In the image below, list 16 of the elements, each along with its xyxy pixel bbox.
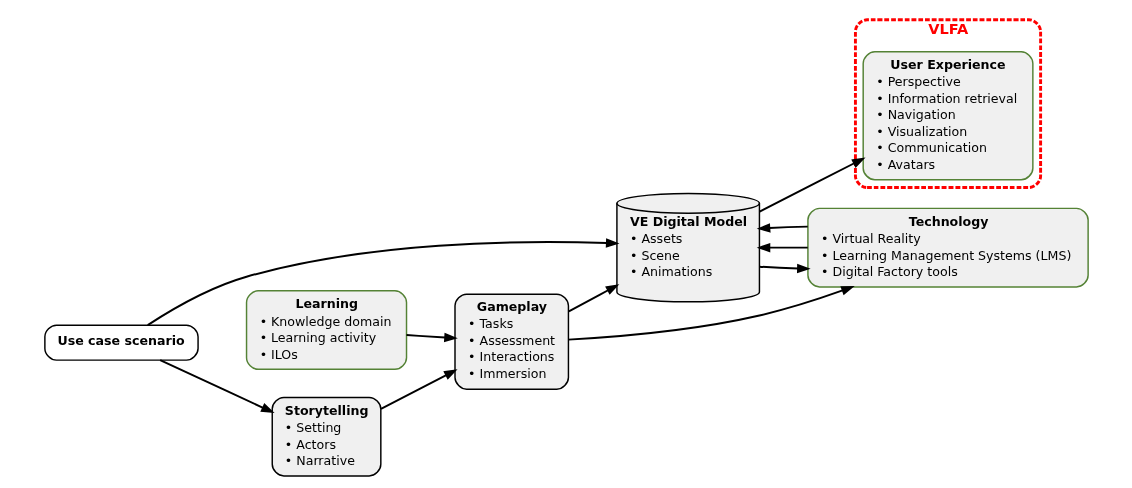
- node-box: Gameplay • Tasks • Assessment • Interactions • Immersion: [453, 293, 569, 390]
- arrow: [379, 369, 458, 410]
- arrow: [405, 332, 458, 343]
- node-box: User Experience • Perspective • Information retrieval • Navigation • Visualization • Communication • Avatars: [861, 51, 1034, 181]
- arrow: [756, 242, 809, 253]
- arrow: [758, 157, 866, 213]
- node-box: Learning • Knowledge domain • Learning activity • ILOs: [245, 290, 407, 371]
- arrow: [758, 263, 811, 274]
- node-box: Technology • Virtual Reality • Learning Management Systems (LMS) • Digital Factory tools: [806, 207, 1089, 288]
- node-box: Storytelling • Setting • Actors • Narrative: [271, 396, 382, 477]
- arrow: [146, 238, 620, 327]
- arrow: [158, 359, 275, 414]
- arrow: [567, 286, 855, 341]
- node-box: Use case scenario: [43, 324, 199, 361]
- arrow: [756, 223, 809, 233]
- arrow: [567, 284, 619, 313]
